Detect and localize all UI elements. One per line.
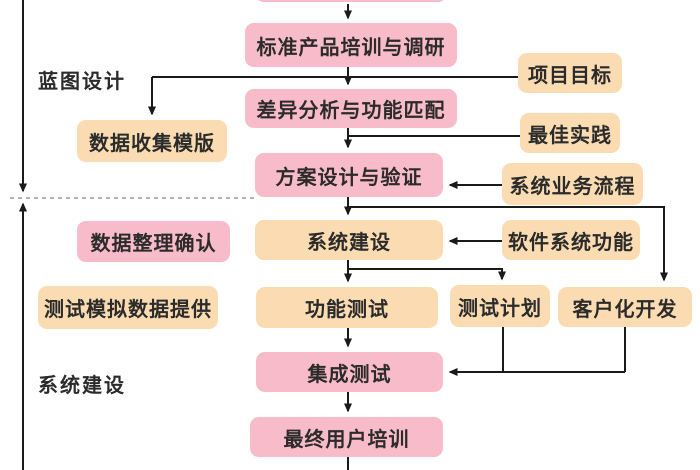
node-label: 软件系统功能 xyxy=(508,231,634,254)
node-label: 最佳实践 xyxy=(528,124,612,147)
phase-label-blueprint: 蓝图设计 xyxy=(38,71,126,93)
node-system-build: 系统建设 xyxy=(255,220,443,260)
node-solution-design: 方案设计与验证 xyxy=(255,153,443,197)
node-label: 客户化开发 xyxy=(572,298,678,321)
node-data-collection-template: 数据收集模版 xyxy=(77,120,227,162)
node-top-partial xyxy=(255,0,447,2)
node-test-plan: 测试计划 xyxy=(450,285,550,327)
node-function-test: 功能测试 xyxy=(256,287,438,328)
node-label: 数据整理确认 xyxy=(90,233,217,255)
node-label: 标准产品培训与调研 xyxy=(256,36,446,59)
node-system-business-process: 系统业务流程 xyxy=(502,163,643,205)
node-label: 最终用户培训 xyxy=(283,428,410,451)
node-test-mock-data: 测试模拟数据提供 xyxy=(38,286,218,329)
node-data-confirm: 数据整理确认 xyxy=(77,221,230,262)
node-gap-analysis: 差异分析与功能匹配 xyxy=(245,89,457,128)
node-label: 功能测试 xyxy=(305,299,389,321)
node-label: 集成测试 xyxy=(307,363,392,386)
node-project-goal: 项目目标 xyxy=(518,53,622,93)
node-label: 差异分析与功能匹配 xyxy=(256,100,446,122)
node-label: 系统业务流程 xyxy=(509,175,636,198)
node-customization-dev: 客户化开发 xyxy=(558,287,692,327)
phase-label-construction: 系统建设 xyxy=(38,375,126,397)
node-label: 测试计划 xyxy=(458,297,542,320)
node-label: 系统建设 xyxy=(307,231,391,254)
node-label: 项目目标 xyxy=(528,64,612,87)
node-integration-test: 集成测试 xyxy=(256,352,443,392)
node-best-practice: 最佳实践 xyxy=(520,113,620,153)
node-standard-product-training: 标准产品培训与调研 xyxy=(245,23,457,67)
node-label: 方案设计与验证 xyxy=(275,166,423,189)
node-label: 数据收集模版 xyxy=(89,132,215,155)
node-label: 测试模拟数据提供 xyxy=(44,299,212,321)
node-end-user-training: 最终用户培训 xyxy=(250,417,443,457)
node-software-system-function: 软件系统功能 xyxy=(502,220,640,260)
